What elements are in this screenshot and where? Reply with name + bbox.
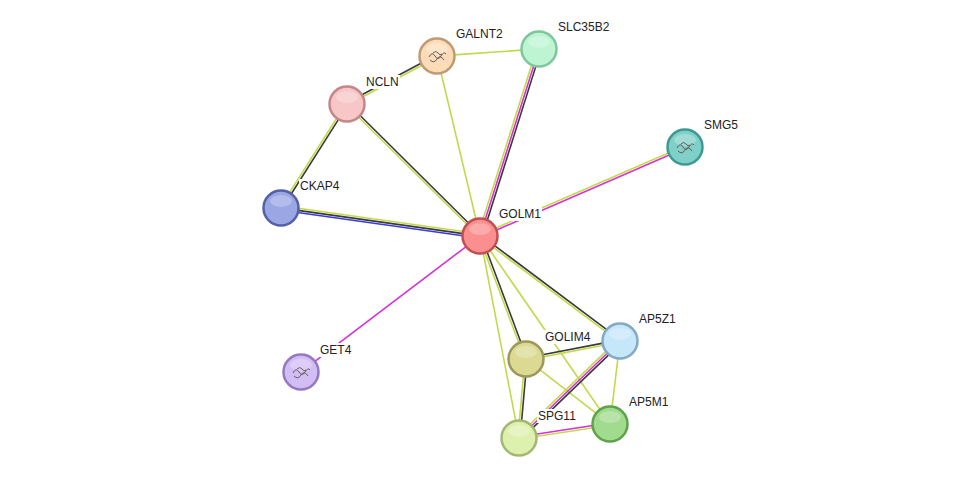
interaction-edge (315, 246, 467, 361)
node-disc (603, 324, 638, 359)
structure-thumbnail (429, 52, 446, 62)
evidence-line (490, 250, 601, 410)
node-disc (522, 32, 557, 67)
node-disc (593, 407, 628, 442)
node-disc (668, 130, 703, 165)
structure-thumbnail (677, 143, 694, 153)
node-highlight (336, 91, 358, 103)
evidence-line (361, 63, 421, 95)
interaction-edge (490, 250, 601, 410)
node-label: NCLN (365, 75, 400, 89)
node-highlight (609, 328, 631, 340)
interaction-edge (454, 50, 522, 55)
node-label: AP5Z1 (638, 312, 677, 326)
node-label: SMG5 (703, 118, 739, 132)
interaction-edge (361, 63, 422, 97)
node-highlight (469, 223, 491, 235)
node-circle (601, 322, 639, 360)
interaction-edge (483, 253, 516, 422)
node-circle (262, 189, 300, 227)
evidence-line (298, 208, 463, 231)
evidence-line (543, 345, 604, 357)
node-label: CKAP4 (299, 179, 340, 193)
node-label: GALNT2 (455, 27, 504, 41)
node-label: GOLIM4 (544, 330, 591, 344)
protein-node: NCLN (328, 85, 366, 123)
evidence-line (358, 117, 467, 225)
interaction-edge (358, 115, 468, 225)
protein-node: GOLM1 (461, 217, 499, 255)
interaction-edge (542, 343, 603, 357)
evidence-line (493, 247, 606, 332)
node-label: SPG11 (537, 409, 577, 423)
interaction-edge (483, 65, 536, 221)
evidence-line (298, 210, 463, 233)
protein-node: GOLIM4 (507, 340, 545, 378)
node-circle (500, 419, 538, 457)
node-highlight (508, 425, 530, 437)
node-circle (666, 128, 704, 166)
interaction-edge (441, 73, 476, 220)
node-disc (330, 87, 365, 122)
evidence-line (315, 246, 467, 361)
evidence-line (483, 65, 532, 220)
node-circle (591, 405, 629, 443)
node-highlight (599, 411, 621, 423)
protein-node: GALNT2 (418, 37, 456, 75)
node-highlight (528, 36, 550, 48)
interaction-edge (612, 358, 618, 407)
node-highlight (270, 195, 292, 207)
protein-node: AP5Z1 (601, 322, 639, 360)
evidence-line (494, 245, 607, 330)
evidence-line (496, 155, 670, 230)
node-circle (282, 353, 320, 391)
evidence-line (298, 213, 463, 236)
node-disc (509, 342, 544, 377)
protein-node: CKAP4 (262, 189, 300, 227)
node-disc (420, 39, 455, 74)
interaction-edge (519, 376, 525, 421)
node-circle (328, 85, 366, 123)
evidence-line (487, 66, 536, 221)
node-label: GET4 (319, 343, 352, 357)
node-disc (284, 355, 319, 390)
interaction-edge (536, 425, 594, 436)
node-circle (461, 217, 499, 255)
evidence-line (612, 358, 618, 407)
node-disc (463, 219, 498, 254)
node-circle (507, 340, 545, 378)
node-disc (264, 191, 299, 226)
evidence-line (441, 73, 476, 220)
protein-node: AP5M1 (591, 405, 629, 443)
protein-node: SMG5 (666, 128, 704, 166)
structure-thumbnail (293, 368, 310, 378)
node-label: SLC35B2 (557, 20, 610, 34)
evidence-line (360, 115, 469, 223)
node-disc (502, 421, 537, 456)
interaction-edge (495, 153, 670, 230)
evidence-line (485, 252, 519, 343)
evidence-line (454, 50, 522, 55)
evidence-line (519, 376, 523, 421)
evidence-line (542, 343, 603, 355)
interaction-edge (493, 245, 607, 331)
evidence-line (536, 428, 593, 437)
evidence-line (363, 65, 423, 97)
protein-node: SLC35B2 (520, 30, 558, 68)
node-highlight (515, 346, 537, 358)
protein-node: SPG11 (500, 419, 538, 457)
node-label: AP5M1 (628, 395, 669, 409)
protein-node: GET4 (282, 353, 320, 391)
evidence-line (536, 425, 593, 434)
evidence-line (495, 153, 669, 228)
interaction-edge (298, 208, 464, 236)
node-label: GOLM1 (498, 207, 542, 221)
evidence-line (483, 253, 516, 422)
interaction-edge (485, 252, 521, 344)
node-circle (418, 37, 456, 75)
node-circle (520, 30, 558, 68)
evidence-line (485, 65, 534, 220)
